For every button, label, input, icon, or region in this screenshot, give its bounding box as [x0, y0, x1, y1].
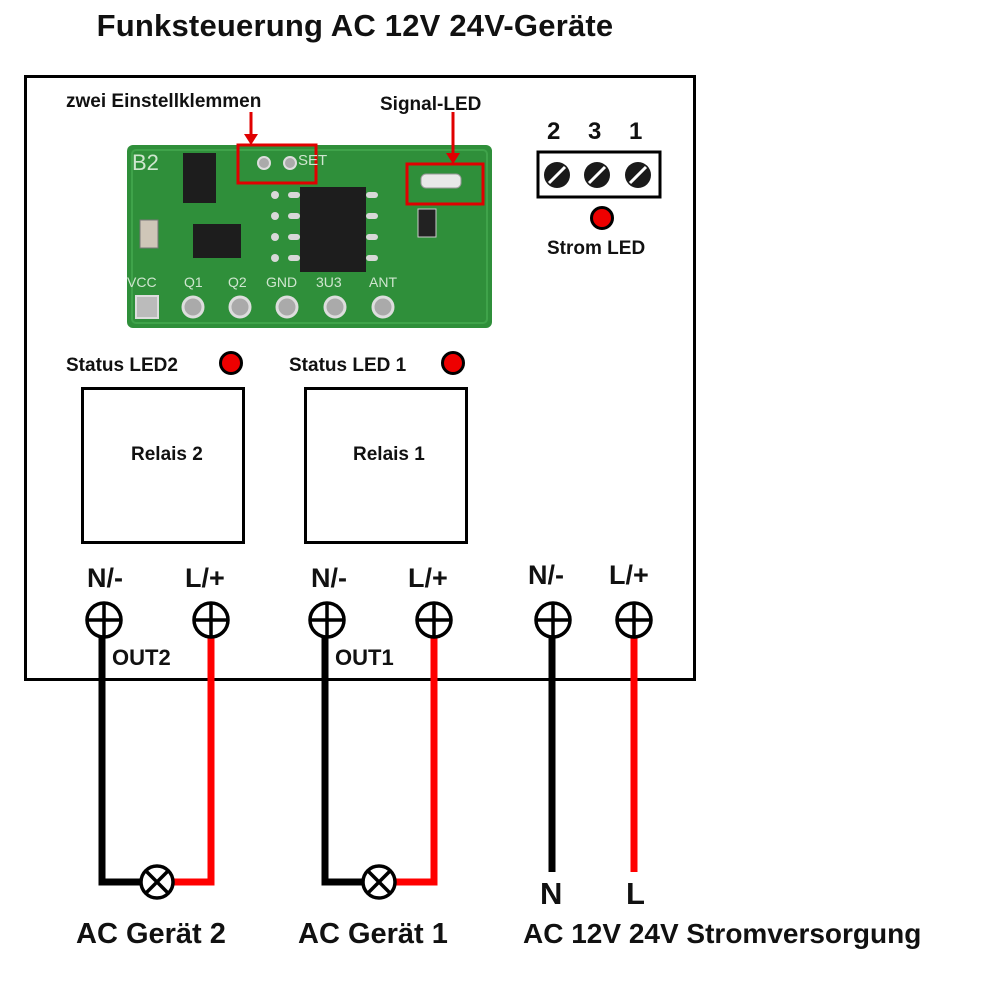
- terminal-label: L/+: [408, 563, 448, 593]
- relay-2: [81, 387, 245, 544]
- pcb-pin-label-vcc: VCC: [127, 274, 157, 290]
- power-led-label: Strom LED: [547, 238, 646, 259]
- controller-enclosure: [24, 75, 696, 681]
- pcb-pin-label-ant: ANT: [369, 274, 397, 290]
- supply-live-label: L: [626, 876, 645, 911]
- pcb-pin-label-q2: Q2: [228, 274, 247, 290]
- callout-arrows: [244, 112, 460, 164]
- power-supply-label: AC 12V 24V Stromversorgung: [523, 918, 922, 949]
- pcb-pin-label-3u3: 3U3: [316, 274, 342, 290]
- wire-live-out2: [169, 636, 215, 886]
- lamp-icon: [139, 864, 175, 900]
- terminal-screw-icon: [192, 601, 230, 639]
- terminal-screw-icon: [308, 601, 346, 639]
- pcb-pin-label-gnd: GND: [266, 274, 298, 290]
- wire-neutral-out1: [321, 636, 367, 886]
- power-terminal-number: 3: [588, 118, 602, 145]
- relay-1-label: Relais 1: [353, 444, 425, 465]
- terminal-screw-icon: [625, 162, 651, 188]
- pcb-capacitor: [139, 219, 159, 249]
- power-led-indicator: [590, 206, 614, 230]
- wires: [98, 636, 638, 886]
- status-led2-indicator: [219, 351, 243, 375]
- relay-2-label: Relais 2: [131, 444, 203, 465]
- terminal-label: N/-: [87, 563, 123, 593]
- status-led2-label: Status LED2: [66, 355, 178, 376]
- set-pad: [257, 156, 271, 170]
- device-2-label: AC Gerät 2: [76, 918, 226, 950]
- power-terminal-number: 2: [547, 118, 561, 145]
- set-pad: [283, 156, 297, 170]
- output-2-label: OUT2: [110, 645, 173, 671]
- terminal-screw-icon: [85, 601, 123, 639]
- terminal-label: L/+: [609, 560, 649, 590]
- device-1-label: AC Gerät 1: [298, 918, 448, 950]
- status-led1-label: Status LED 1: [289, 355, 407, 376]
- pcb-resistor: [417, 208, 437, 238]
- screw-terminals: [85, 601, 653, 639]
- signal-led-callout-label: Signal-LED: [380, 94, 482, 115]
- wire-neutral-out2: [98, 636, 145, 886]
- terminal-label: N/-: [528, 560, 564, 590]
- pcb-transistor: [183, 153, 216, 203]
- terminal-label: L/+: [185, 563, 225, 593]
- receiver-module-pcb: [127, 143, 492, 328]
- relay-1: [304, 387, 468, 544]
- output-1-label: OUT1: [333, 645, 396, 671]
- pcb-main-chip: [300, 187, 366, 272]
- pcb-pin-pads: [135, 295, 395, 319]
- terminal-screw-icon: [615, 601, 653, 639]
- lamp-icon: [361, 864, 397, 900]
- terminal-screw-icon: [415, 601, 453, 639]
- terminal-label: N/-: [311, 563, 347, 593]
- pcb-set-label: SET: [298, 152, 328, 169]
- set-pins-callout-label: zwei Einstellklemmen: [66, 91, 262, 112]
- supply-neutral-label: N: [540, 876, 563, 911]
- pcb-transistor: [193, 224, 241, 258]
- terminal-screw-icon: [544, 162, 570, 188]
- terminal-screw-icon: [534, 601, 572, 639]
- power-terminal-block: [536, 150, 662, 199]
- status-led1-indicator: [441, 351, 465, 375]
- pcb-signal-led: [420, 173, 462, 189]
- diagram-title: Funksteuerung AC 12V 24V-Geräte: [96, 8, 614, 43]
- power-terminal-number: 1: [629, 118, 643, 145]
- signal-led-highlight: [405, 162, 485, 206]
- terminal-screw-icon: [584, 162, 610, 188]
- wire-live-out1: [391, 636, 438, 886]
- pcb-pin-label-q1: Q1: [184, 274, 203, 290]
- set-pins-highlight: [236, 143, 318, 185]
- pcb-model-label: B2: [132, 150, 159, 175]
